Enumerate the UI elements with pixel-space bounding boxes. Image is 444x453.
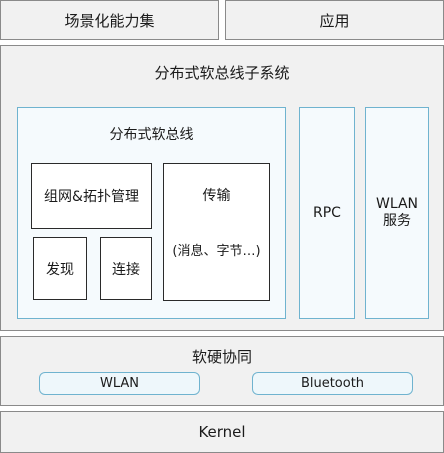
rpc-label: RPC [313, 205, 341, 221]
rpc-box: RPC [299, 107, 355, 319]
transport-detail: (消息、字节…) [172, 244, 261, 259]
networking-topology-label: 组网&拓扑管理 [44, 189, 139, 205]
wlan-pill-label: WLAN [99, 376, 139, 391]
connection-label: 连接 [112, 261, 140, 278]
wlan-service-box: WLAN 服务 [365, 107, 429, 319]
kernel-label: Kernel [198, 423, 246, 441]
application-box: 应用 [225, 0, 444, 40]
discovery-box: 发现 [33, 237, 87, 300]
discovery-label: 发现 [46, 261, 74, 278]
transport-box: 传输 (消息、字节…) [163, 163, 270, 301]
networking-topology-box: 组网&拓扑管理 [31, 163, 152, 229]
wlan-pill: WLAN [39, 372, 200, 395]
kernel-box: Kernel [0, 411, 444, 453]
wlan-service-label-line1: WLAN [375, 196, 418, 212]
application-label: 应用 [319, 11, 350, 30]
bluetooth-pill: Bluetooth [252, 372, 413, 395]
scene-capability-box: 场景化能力集 [0, 0, 219, 40]
bluetooth-pill-label: Bluetooth [300, 376, 365, 391]
transport-title: 传输 [202, 188, 231, 204]
softbus-title: 分布式软总线 [109, 127, 194, 143]
subsystem-title: 分布式软总线子系统 [154, 64, 290, 82]
hardware-software-cooperation-box: 软硬协同 [0, 336, 444, 406]
connection-box: 连接 [100, 237, 152, 300]
cooperation-title: 软硬协同 [191, 348, 252, 366]
wlan-service-label-line2: 服务 [383, 213, 411, 229]
scene-capability-label: 场景化能力集 [64, 11, 155, 30]
